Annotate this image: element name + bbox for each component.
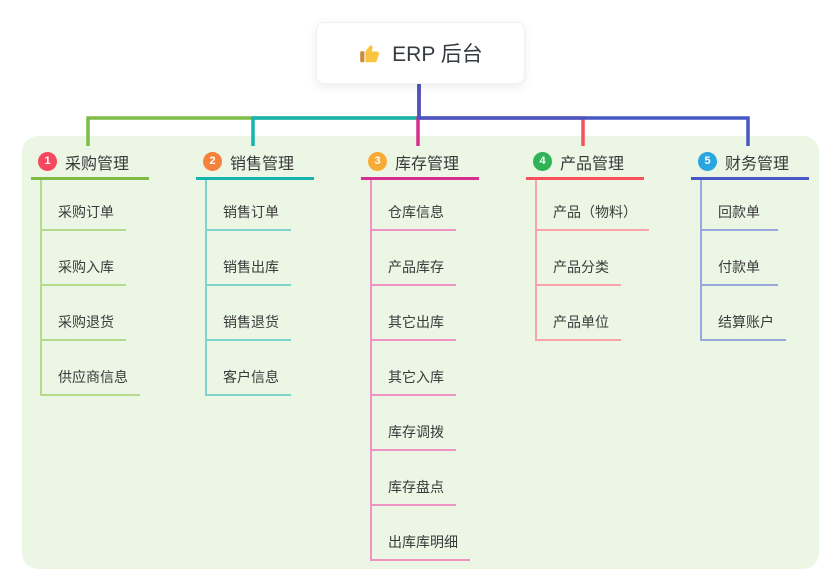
child-topic[interactable]: 销售退货 [205, 311, 291, 341]
child-topic[interactable]: 产品库存 [370, 256, 456, 286]
child-topic[interactable]: 库存调拨 [370, 421, 456, 451]
child-topic[interactable]: 结算账户 [700, 311, 786, 341]
child-topic[interactable]: 仓库信息 [370, 201, 456, 231]
child-topic-label: 客户信息 [223, 369, 279, 385]
child-topic-label: 采购入库 [58, 259, 114, 275]
child-topic-label: 产品库存 [388, 259, 444, 275]
root-label: ERP 后台 [392, 43, 483, 66]
child-topic-label: 产品分类 [553, 259, 609, 275]
child-topic-label: 采购订单 [58, 204, 114, 220]
child-topic-label: 其它出库 [388, 314, 444, 330]
branch-header-4[interactable]: 4 产品管理 [526, 146, 644, 180]
child-topic-label: 库存盘点 [388, 479, 444, 495]
child-topic-label: 供应商信息 [58, 369, 128, 385]
child-topic-label: 仓库信息 [388, 204, 444, 220]
branch-header-1[interactable]: 1 采购管理 [31, 146, 149, 180]
child-topic[interactable]: 库存盘点 [370, 476, 456, 506]
child-topic-label: 结算账户 [718, 314, 774, 330]
branch-label: 财务管理 [725, 155, 790, 173]
branch-label: 库存管理 [395, 155, 460, 173]
child-topic[interactable]: 供应商信息 [40, 366, 140, 396]
child-topic[interactable]: 销售出库 [205, 256, 291, 286]
mindmap-panel [22, 136, 819, 569]
child-topic-label: 产品（物料） [553, 204, 637, 220]
child-topic-label: 销售订单 [223, 204, 279, 220]
branch-header-5[interactable]: 5 财务管理 [691, 146, 809, 180]
child-topic-label: 库存调拨 [388, 424, 444, 440]
child-topic[interactable]: 产品分类 [535, 256, 621, 286]
child-topic[interactable]: 客户信息 [205, 366, 291, 396]
child-topic[interactable]: 其它入库 [370, 366, 456, 396]
child-topic-label: 其它入库 [388, 369, 444, 385]
child-topic-label: 出库库明细 [388, 534, 458, 550]
thumbs-up-icon [358, 41, 382, 65]
branch-header-3[interactable]: 3 库存管理 [361, 146, 479, 180]
branch-number-badge: 5 [698, 152, 717, 171]
branch-number-badge: 1 [38, 152, 57, 171]
branch-header-2[interactable]: 2 销售管理 [196, 146, 314, 180]
child-topic-label: 采购退货 [58, 314, 114, 330]
branch-number-badge: 3 [368, 152, 387, 171]
child-topic-label: 销售出库 [223, 259, 279, 275]
child-topic-label: 销售退货 [223, 314, 279, 330]
child-topic-label: 回款单 [718, 204, 760, 220]
child-topic[interactable]: 产品单位 [535, 311, 621, 341]
child-topic[interactable]: 采购入库 [40, 256, 126, 286]
child-topic[interactable]: 付款单 [700, 256, 778, 286]
child-topic[interactable]: 其它出库 [370, 311, 456, 341]
child-topic-label: 产品单位 [553, 314, 609, 330]
child-topic[interactable]: 采购退货 [40, 311, 126, 341]
child-topic[interactable]: 出库库明细 [370, 531, 470, 561]
child-topic[interactable]: 产品（物料） [535, 201, 649, 231]
root-node[interactable]: ERP 后台 [316, 22, 525, 84]
branch-label: 销售管理 [230, 155, 295, 173]
child-topic-label: 付款单 [718, 259, 760, 275]
branch-number-badge: 2 [203, 152, 222, 171]
branch-label: 采购管理 [65, 155, 130, 173]
child-topic[interactable]: 回款单 [700, 201, 778, 231]
child-topic[interactable]: 销售订单 [205, 201, 291, 231]
child-topic[interactable]: 采购订单 [40, 201, 126, 231]
branch-number-badge: 4 [533, 152, 552, 171]
branch-label: 产品管理 [560, 155, 625, 173]
